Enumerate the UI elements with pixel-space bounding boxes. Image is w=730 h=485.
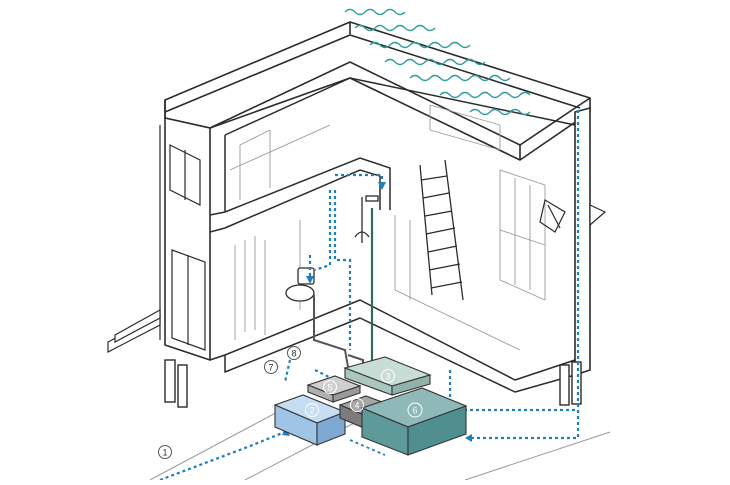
interior-detail-lines [229,104,546,351]
toilet-fixture [285,267,315,302]
badge-7: 7 [264,360,278,374]
badge-6-label: 6 [412,406,417,416]
tank-6 [360,387,468,456]
badge-6: 6 [407,402,423,418]
shower-fixture [354,195,379,243]
number-badges: 1 2 3 4 5 6 7 8 [158,346,423,459]
house-outer-shell [164,21,591,376]
roof-edges [164,22,591,160]
badge-8: 8 [287,346,301,360]
badge-5: 5 [323,380,337,394]
tank-connections [349,439,386,456]
storage-tanks [273,356,468,456]
entry-steps [107,204,607,353]
rainwater-waves [344,8,531,116]
badge-8-label: 8 [291,349,296,359]
badge-1: 1 [158,445,172,459]
left-window-frames [159,125,206,351]
tank-2 [273,394,347,446]
right-window-sash [539,199,566,233]
upper-level-section [209,77,576,233]
badge-7-label: 7 [268,363,273,373]
badge-2-label: 2 [309,406,314,416]
badge-3: 3 [381,369,395,383]
badge-1-label: 1 [162,448,167,458]
loft-ladder [419,159,464,301]
badge-4-label: 4 [354,401,359,411]
house-stilts [164,359,582,408]
badge-4: 4 [350,398,364,412]
badge-2: 2 [305,403,319,417]
badge-3-label: 3 [385,372,390,382]
badge-5-label: 5 [327,383,332,393]
tank-3 [343,356,432,396]
tank-5 [306,375,362,403]
